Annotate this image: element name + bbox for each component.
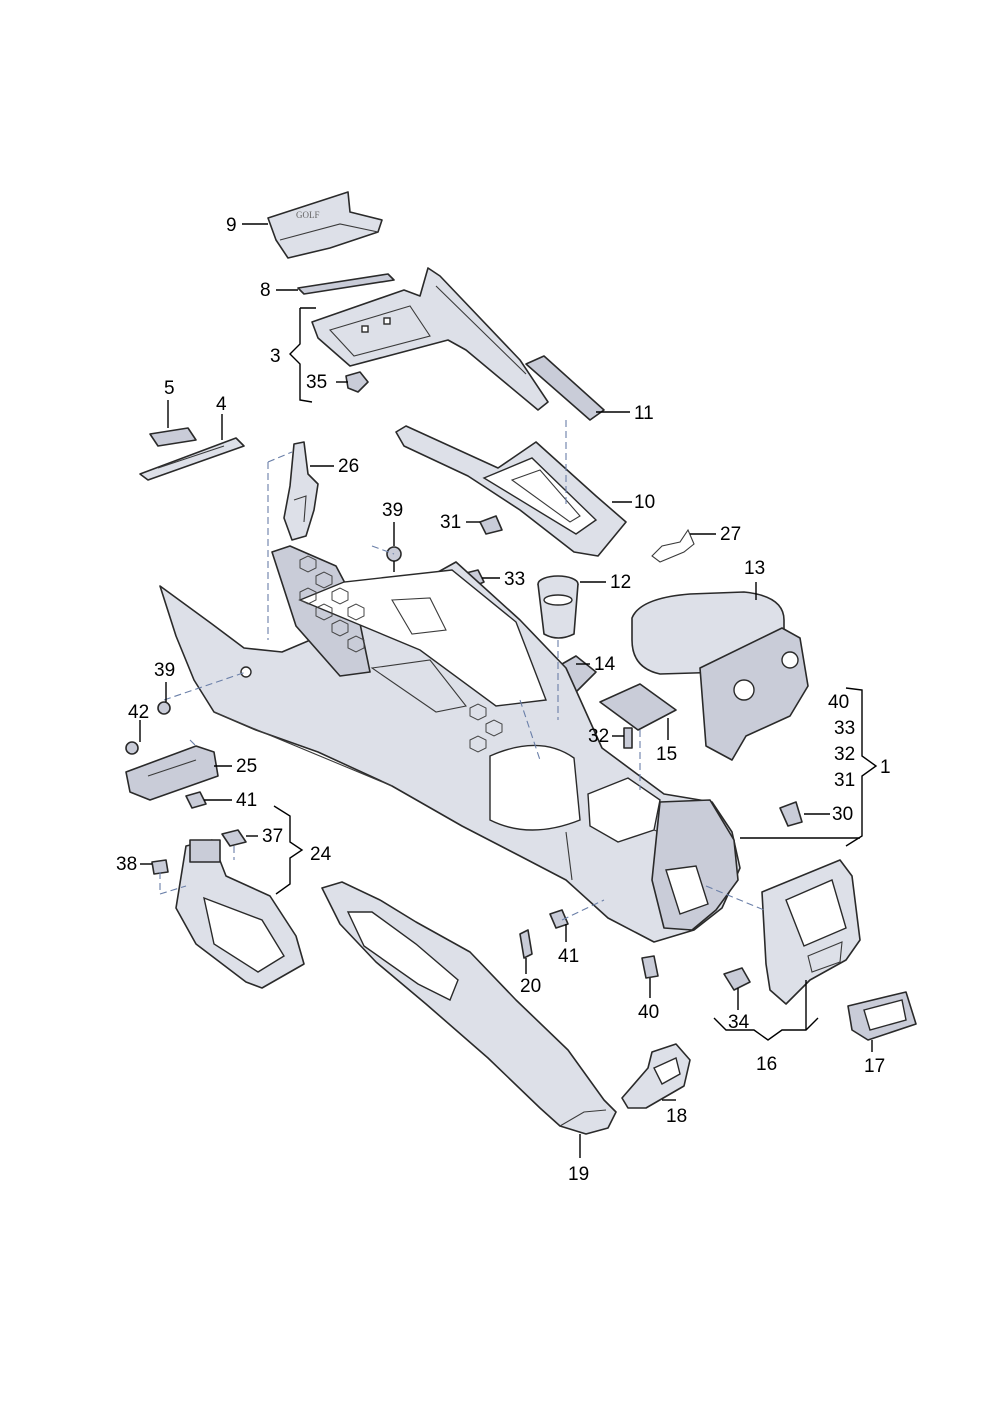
label-10: 10 [634,492,655,513]
label-35: 35 [306,372,327,393]
leader-lines [139,223,873,1158]
label-27: 27 [720,524,741,545]
label-13: 13 [744,558,765,579]
part-38-nut [151,859,169,875]
label-32-right: 32 [834,744,855,765]
label-14: 14 [594,654,616,675]
part-9-cover: GOLF [267,191,383,259]
label-41-right: 41 [558,946,579,967]
label-19: 19 [568,1164,589,1185]
label-5: 5 [164,378,175,399]
label-1: 1 [880,757,891,778]
label-40-bottom: 40 [638,1002,659,1023]
part-39-screw-upper [386,546,402,572]
part-32-clip [623,727,633,749]
part-30-clip [779,801,803,827]
label-32-left: 32 [588,726,609,747]
label-25: 25 [236,756,257,777]
alignment-lines [159,420,765,921]
part-40-clip [641,955,659,979]
label-34: 34 [728,1012,750,1033]
part-20-plug [519,929,533,959]
label-38: 38 [116,854,137,875]
label-20: 20 [520,976,541,997]
group-braces [273,307,878,1041]
label-26: 26 [338,456,359,477]
label-15: 15 [656,744,677,765]
part-10-trim-frame [395,425,627,557]
part-25-bracket [125,745,219,801]
part-labels: 9 8 3 35 5 4 11 26 10 39 31 27 13 33 12 … [116,215,891,1185]
label-12: 12 [610,572,631,593]
label-33-left: 33 [504,569,525,590]
part-35-clip [345,371,369,393]
label-9: 9 [226,215,237,236]
part-15-mat [599,683,677,731]
label-11: 11 [634,403,654,424]
label-40-right: 40 [828,692,849,713]
part-3-upper-frame [311,267,549,411]
main-console-body [159,545,741,943]
part-19-floor-tray [321,881,617,1135]
part-34-clip [723,967,751,991]
label-37: 37 [262,826,283,847]
part-12-cup-holder [537,575,579,639]
console-honeycomb-texture [299,555,503,753]
label-16: 16 [756,1054,777,1075]
part-31-switch [479,515,503,535]
label-33-right: 33 [834,718,855,739]
label-17: 17 [864,1056,885,1077]
part-13-armrest [631,591,809,761]
label-39-upper: 39 [382,500,403,521]
label-42: 42 [128,702,149,723]
part-41-bolt-left [185,791,207,809]
part-16-rear-panel [761,859,861,1005]
label-18: 18 [666,1106,687,1127]
part-42-screw [125,741,139,755]
part-41-bolt-right [549,909,569,929]
part-37-nut [221,829,247,847]
part-11-insert-mat [525,355,605,421]
label-30: 30 [832,804,853,825]
part-26-bracket [283,441,319,541]
part-4-switch-panel [139,437,245,481]
label-31-left: 31 [440,512,461,533]
part-27-cable [651,528,695,563]
part-18-cover [621,1043,691,1109]
label-4: 4 [216,394,227,415]
label-3: 3 [270,346,281,367]
label-8: 8 [260,280,271,301]
part-17-outlet-module [847,991,917,1041]
label-31-right: 31 [834,770,855,791]
part-5-switch-module [149,427,197,447]
label-39-lower: 39 [154,660,175,681]
part-39-screw-lower [157,701,171,715]
part-24-storage-box [175,839,305,989]
label-24: 24 [310,844,332,865]
cover-lettering: GOLF [296,210,320,220]
label-41-left: 41 [236,790,257,811]
part-8-trim-strip [297,273,395,295]
